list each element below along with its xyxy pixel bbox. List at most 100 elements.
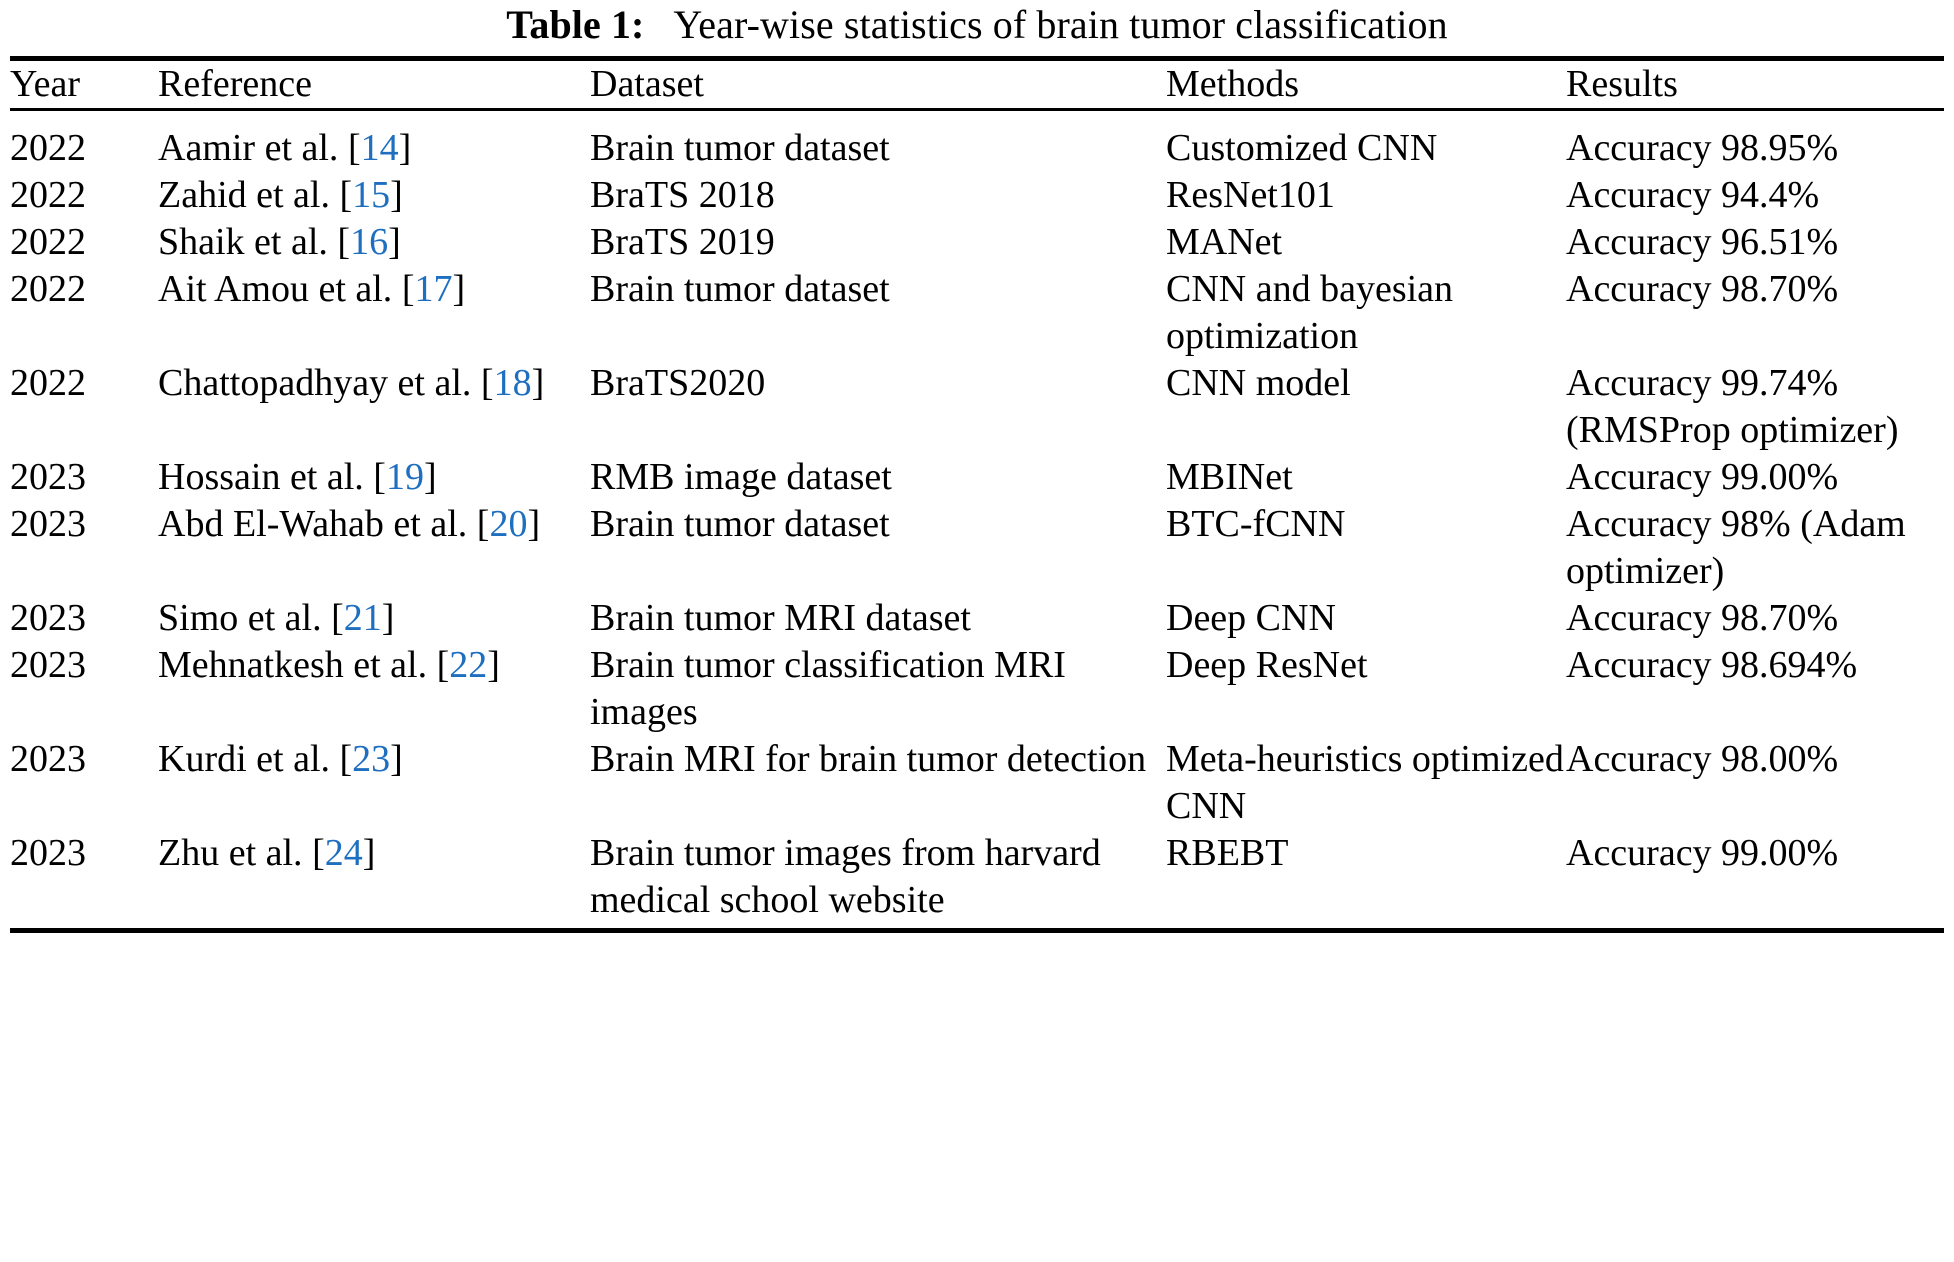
cell-dataset: Brain tumor images from harvard medical …: [590, 832, 1101, 921]
cell-dataset: Brain MRI for brain tumor detection: [590, 738, 1147, 780]
cell-reference: Abd El-Wahab et al. [20]: [158, 501, 590, 595]
cell-year: 2022: [10, 127, 86, 169]
column-header-methods: Methods: [1166, 63, 1299, 105]
citation-bracket-close: ]: [381, 597, 395, 639]
citation-link[interactable]: [18]: [481, 362, 544, 404]
cell-methods: Deep ResNet: [1166, 644, 1368, 686]
cell-dataset: Brain tumor MRI dataset: [590, 597, 971, 639]
citation-link[interactable]: [20]: [477, 503, 540, 545]
citation-bracket-open: [: [480, 362, 494, 404]
cell-reference: Zahid et al. [15]: [158, 172, 590, 219]
cell-results: Accuracy 99.00%: [1566, 456, 1839, 498]
citation-link[interactable]: [15]: [339, 174, 402, 216]
citation-bracket-close: ]: [362, 832, 376, 874]
citation-number[interactable]: 15: [352, 174, 391, 216]
cell-year: 2023: [10, 597, 86, 639]
reference-name: Simo et al.: [158, 597, 322, 639]
citation-number[interactable]: 17: [414, 268, 453, 310]
citation-bracket-open: [: [339, 174, 353, 216]
citation-bracket-close: ]: [390, 738, 403, 780]
cell-year: 2023: [10, 456, 86, 498]
table-row: 2023 Mehnatkesh et al. [22]Brain tumor cl…: [10, 642, 1944, 736]
cell-dataset: Brain tumor dataset: [590, 268, 890, 310]
reference-name: Aamir et al.: [158, 127, 339, 169]
cell-methods: RBEBT: [1166, 832, 1289, 874]
citation-number[interactable]: 18: [493, 362, 532, 404]
cell-results: Accuracy 98.00%: [1566, 738, 1839, 780]
column-header-results: Results: [1566, 63, 1678, 105]
cell-methods: BTC-fCNN: [1166, 503, 1346, 545]
citation-bracket-close: ]: [388, 221, 401, 263]
cell-results: Accuracy 98.95%: [1566, 127, 1839, 169]
cell-year: 2023: [10, 503, 86, 545]
cell-methods: Deep CNN: [1166, 597, 1336, 639]
cell-methods: Meta-heuristics optimized CNN: [1166, 738, 1564, 827]
citation-bracket-open: [: [312, 832, 325, 874]
citation-link[interactable]: [22]: [437, 644, 500, 686]
cell-year: 2022: [10, 221, 86, 263]
citation-bracket-close: ]: [452, 268, 466, 310]
table-bottom-rule: [10, 928, 1944, 933]
citation-bracket-close: ]: [487, 644, 500, 686]
cell-reference: Ait Amou et al. [17]: [158, 266, 590, 360]
table-header: Year Reference Dataset Methods Results: [10, 61, 1944, 108]
citation-bracket-open: [: [401, 268, 415, 310]
cell-year: 2023: [10, 738, 86, 780]
cell-reference: Mehnatkesh et al. [22]: [158, 642, 590, 736]
reference-name: Abd El-Wahab et al.: [158, 503, 468, 545]
citation-link[interactable]: [23]: [340, 738, 403, 780]
citation-link[interactable]: [14]: [348, 127, 411, 169]
caption-text: Year-wise statistics of brain tumor clas…: [673, 2, 1448, 47]
citation-link[interactable]: [24]: [312, 832, 375, 874]
cell-reference: Hossain et al. [19]: [158, 454, 590, 501]
cell-methods: Customized CNN: [1166, 127, 1438, 169]
citation-link[interactable]: [17]: [402, 268, 465, 310]
citation-number[interactable]: 16: [350, 221, 389, 263]
cell-results: Accuracy 99.74% (RMSProp optimizer): [1566, 362, 1899, 451]
cell-methods: ResNet101: [1166, 174, 1335, 216]
citation-bracket-open: [: [476, 503, 490, 545]
citation-number[interactable]: 24: [324, 832, 363, 874]
reference-name: Hossain et al.: [158, 456, 364, 498]
reference-name: Ait Amou et al.: [158, 268, 393, 310]
citation-number[interactable]: 19: [385, 456, 424, 498]
citation-bracket-close: ]: [423, 456, 437, 498]
cell-year: 2022: [10, 362, 86, 404]
citation-number[interactable]: 20: [489, 503, 528, 545]
reference-name: Zahid et al.: [158, 174, 330, 216]
statistics-table: Year Reference Dataset Methods Results: [10, 61, 1944, 108]
citation-link[interactable]: [19]: [373, 456, 436, 498]
cell-year: 2023: [10, 644, 86, 686]
cell-methods: MBINet: [1166, 456, 1293, 498]
cell-reference: Chattopadhyay et al. [18]: [158, 360, 590, 454]
citation-bracket-open: [: [331, 597, 344, 639]
cell-results: Accuracy 98.70%: [1566, 268, 1839, 310]
cell-reference: Simo et al. [21]: [158, 595, 590, 642]
reference-name: Shaik et al.: [158, 221, 328, 263]
cell-results: Accuracy 98.70%: [1566, 597, 1839, 639]
cell-reference: Kurdi et al. [23]: [158, 736, 590, 830]
citation-link[interactable]: [21]: [331, 597, 394, 639]
citation-link[interactable]: [16]: [337, 221, 400, 263]
cell-year: 2022: [10, 268, 86, 310]
citation-number[interactable]: 21: [343, 597, 382, 639]
cell-dataset: Brain tumor classification MRI images: [590, 644, 1066, 733]
citation-number[interactable]: 22: [449, 644, 488, 686]
citation-number[interactable]: 14: [360, 127, 399, 169]
reference-name: Chattopadhyay et al.: [158, 362, 472, 404]
reference-name: Kurdi et al.: [158, 738, 331, 780]
cell-results: Accuracy 96.51%: [1566, 221, 1839, 263]
citation-bracket-close: ]: [390, 174, 403, 216]
citation-number[interactable]: 23: [352, 738, 391, 780]
citation-bracket-close: ]: [531, 362, 545, 404]
cell-methods: MANet: [1166, 221, 1283, 263]
